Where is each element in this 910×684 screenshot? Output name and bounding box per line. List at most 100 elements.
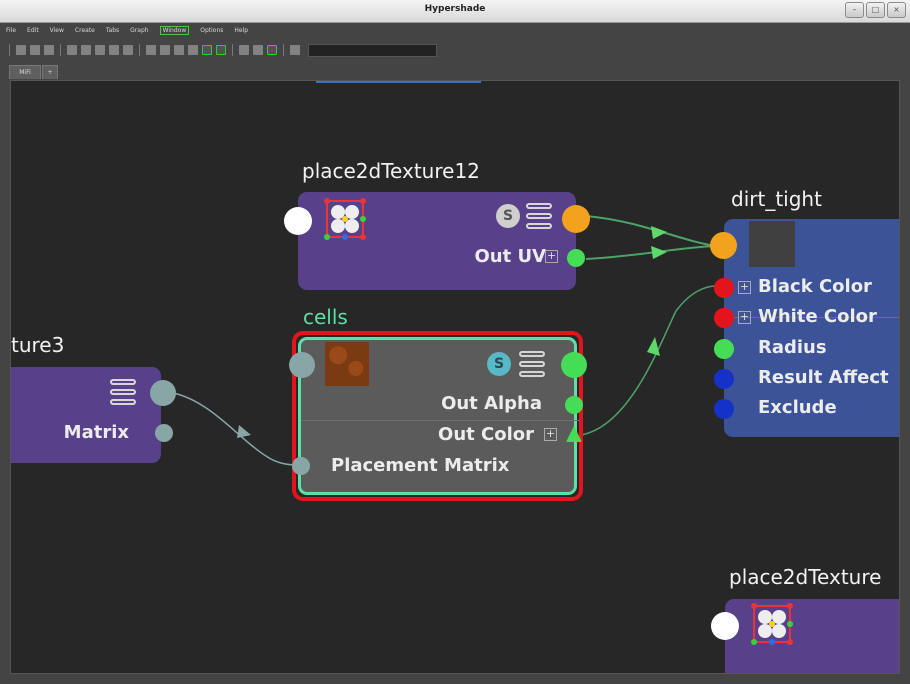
port-matrix[interactable] [155, 424, 173, 442]
left-panel-edge [0, 80, 10, 672]
layout-full-icon[interactable] [174, 45, 184, 55]
expand-plus-icon[interactable]: + [738, 280, 751, 294]
attribute-menu-icon[interactable] [519, 351, 545, 377]
texture-pattern-icon [324, 198, 366, 240]
port-out-uv[interactable] [567, 249, 585, 267]
menu-bar: File Edit View Create Tabs Graph Window … [0, 23, 910, 38]
port-output-cells[interactable] [561, 352, 587, 378]
menu-edit[interactable]: Edit [27, 27, 39, 34]
expand-plus-icon[interactable]: + [545, 249, 558, 263]
window-title-bar: Hypershade – □ × [0, 0, 910, 23]
port-output-place2dtexture12[interactable] [562, 205, 590, 233]
connection-wires [172, 215, 717, 466]
add-tab-button[interactable]: + [42, 65, 58, 79]
maximize-button[interactable]: □ [866, 2, 885, 18]
wire-arrow-icon [237, 425, 251, 438]
attr-black-color: Black Color [758, 276, 872, 297]
toolbar-separator [232, 44, 233, 56]
add-node-icon[interactable] [81, 45, 91, 55]
port-input-dirt-tight[interactable] [710, 232, 737, 259]
toolbar-separator [283, 44, 284, 56]
texture-pattern-icon [325, 342, 369, 386]
bookmark-icon[interactable] [267, 45, 277, 55]
graph-input-icon[interactable] [16, 45, 26, 55]
port-exclude[interactable] [714, 399, 734, 419]
snap-grid-icon[interactable] [239, 45, 249, 55]
wire-outuv2-to-dirt [585, 245, 717, 260]
layout-simple-icon[interactable] [146, 45, 156, 55]
layout-custom-icon[interactable] [188, 45, 198, 55]
wire-outcolor-to-blackcolor [580, 285, 717, 436]
attr-out-alpha: Out Alpha [441, 393, 542, 414]
port-black-color[interactable] [714, 278, 734, 298]
menu-file[interactable]: File [6, 27, 17, 34]
attr-out-color: Out Color [438, 424, 534, 445]
minimize-button[interactable]: – [845, 2, 864, 18]
s-badge-icon[interactable]: S [487, 352, 511, 376]
menu-view[interactable]: View [49, 27, 64, 34]
canvas-top-highlight [316, 81, 481, 83]
menu-options[interactable]: Options [200, 27, 224, 34]
menu-help[interactable]: Help [234, 27, 249, 34]
node-dirt-tight[interactable]: + Black Color + White Color Radius Resul… [710, 219, 899, 437]
menu-tabs[interactable]: Tabs [105, 27, 120, 34]
window-title: Hypershade [424, 4, 486, 14]
graph-input-output-icon[interactable] [30, 45, 40, 55]
node-cells[interactable]: S Out Alpha Out Color + Placement Matrix [289, 337, 587, 495]
node-place2dtexture[interactable] [711, 599, 899, 673]
attr-placement-matrix: Placement Matrix [331, 455, 510, 476]
port-white-color[interactable] [714, 308, 734, 328]
node-title-texture3: ture3 [11, 333, 65, 357]
toolbar-separator [139, 44, 140, 56]
port-out-alpha[interactable] [565, 396, 583, 414]
search-icon[interactable] [253, 45, 263, 55]
row-separator [724, 317, 899, 318]
menu-window[interactable]: Window [159, 26, 190, 35]
toolbar-separator [9, 44, 10, 56]
node-title-place2dtexture12: place2dTexture12 [302, 159, 480, 183]
wire-arrow-icon [651, 246, 667, 259]
node-title-cells: cells [303, 305, 348, 329]
port-out-color[interactable] [566, 426, 582, 442]
status-strip [0, 672, 910, 684]
attr-result-affect: Result Affect [758, 367, 889, 388]
s-badge-icon[interactable]: S [496, 204, 520, 228]
graph-output-icon[interactable] [44, 45, 54, 55]
layout-connected-icon[interactable] [160, 45, 170, 55]
port-output-texture3[interactable] [150, 380, 176, 406]
attribute-menu-icon[interactable] [526, 203, 552, 229]
toolbar-separator [60, 44, 61, 56]
close-button[interactable]: × [887, 2, 906, 18]
wire-matrix-to-placement [172, 392, 298, 466]
node-title-place2dtexture: place2dTexture [729, 565, 882, 589]
attribute-menu-icon[interactable] [110, 379, 136, 405]
menu-graph[interactable]: Graph [130, 27, 149, 34]
expand-plus-icon[interactable]: + [738, 310, 751, 324]
expand-plus-icon[interactable]: + [544, 427, 557, 441]
port-radius[interactable] [714, 339, 734, 359]
graph-materials-icon[interactable] [290, 45, 300, 55]
toggle-grid-icon[interactable] [216, 45, 226, 55]
port-placement-matrix[interactable] [292, 457, 310, 475]
toolbar [0, 38, 910, 62]
node-place2dtexture12[interactable]: S Out UV + [284, 192, 590, 290]
search-field[interactable] [308, 43, 437, 57]
port-input-place2dtexture12[interactable] [284, 207, 312, 235]
toggle-filter-icon[interactable] [202, 45, 212, 55]
port-input-place2dtexture[interactable] [711, 612, 739, 640]
frame-all-icon[interactable] [67, 45, 77, 55]
texture-pattern-icon [751, 603, 793, 645]
wire-arrow-icon [651, 226, 667, 239]
wire-arrow-icon [647, 337, 660, 356]
node-texture3[interactable]: Matrix [11, 367, 176, 463]
clear-graph-icon[interactable] [109, 45, 119, 55]
menu-create[interactable]: Create [74, 27, 95, 34]
node-editor-canvas[interactable]: place2dTexture12 S Out UV + dirt_tight +… [10, 80, 900, 674]
port-input-cells[interactable] [289, 352, 315, 378]
port-result-affect[interactable] [714, 369, 734, 389]
right-panel-edge [898, 80, 910, 672]
row-separator [301, 420, 580, 421]
tab-mifi[interactable]: MiFi [9, 65, 41, 79]
remove-node-icon[interactable] [95, 45, 105, 55]
rearrange-graph-icon[interactable] [123, 45, 133, 55]
